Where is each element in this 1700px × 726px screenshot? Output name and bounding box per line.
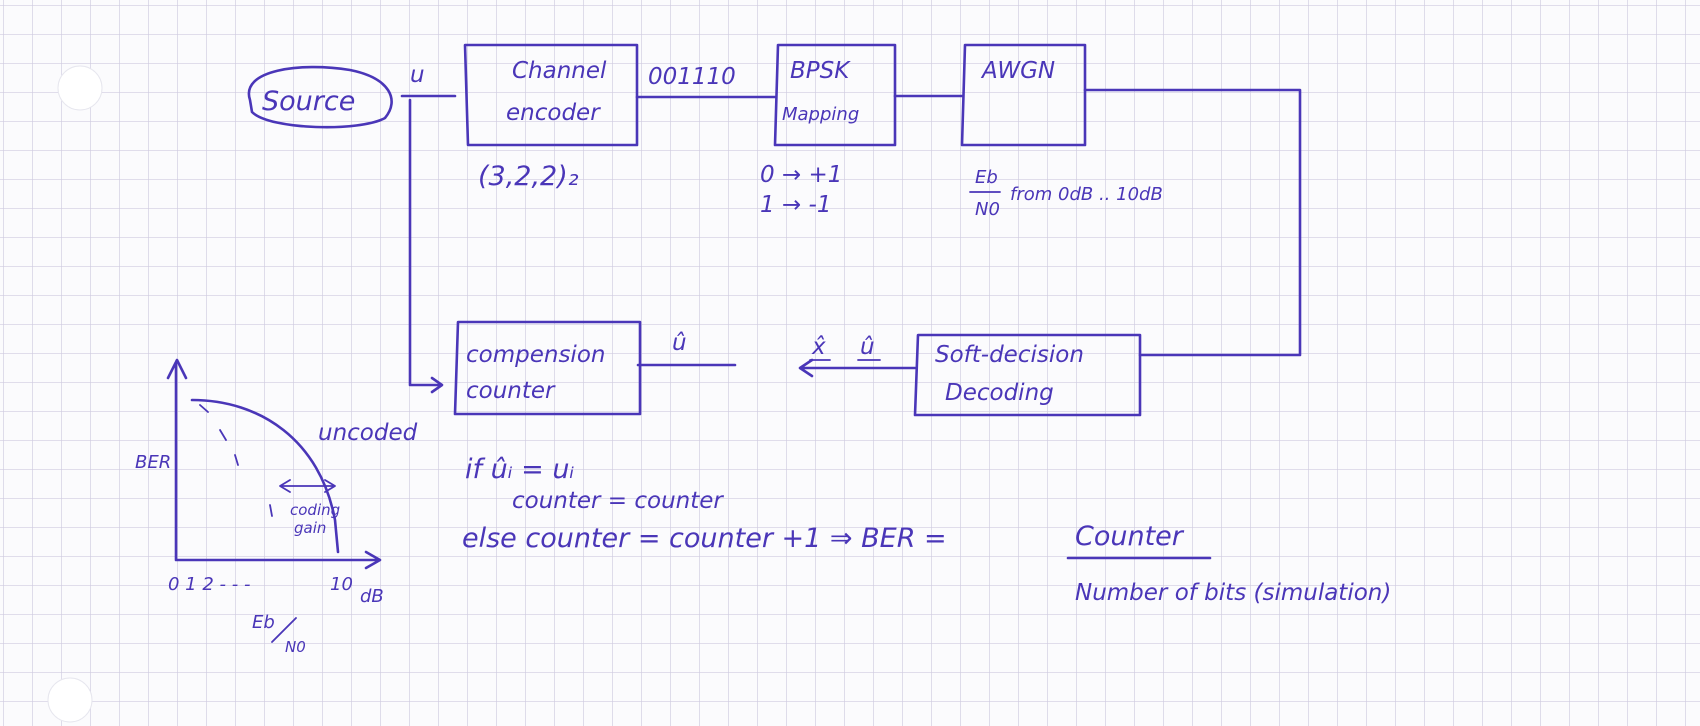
x-max: 10 bbox=[330, 574, 353, 595]
channel-encoder-label: encoder bbox=[506, 100, 601, 126]
logic-else: else counter = counter +1 ⇒ BER = bbox=[462, 523, 947, 554]
counter-label: compension bbox=[466, 342, 605, 368]
x-label-den: N0 bbox=[285, 638, 306, 656]
arrow bbox=[798, 358, 917, 378]
bpsk-label: Mapping bbox=[782, 104, 859, 125]
bpsk-label: BPSK bbox=[790, 58, 851, 84]
y-label: BER bbox=[135, 452, 171, 473]
feedback-line bbox=[1083, 88, 1302, 357]
punch-hole bbox=[47, 677, 93, 723]
source-node: Source bbox=[247, 65, 393, 129]
x-unit: dB bbox=[360, 586, 384, 607]
fraction-slash bbox=[271, 617, 297, 643]
soft-decision-decoder-block: Soft-decision Decoding bbox=[913, 333, 1142, 417]
source-connections bbox=[400, 94, 457, 394]
code-params: (3,2,2)₂ bbox=[478, 161, 579, 192]
mapping-rule: 0 → +1 bbox=[760, 162, 842, 188]
gain-label: gain bbox=[294, 519, 326, 537]
channel-encoder-label: Channel bbox=[512, 58, 607, 84]
counter-block: compension counter bbox=[453, 320, 642, 416]
gain-arrow bbox=[279, 479, 336, 493]
ber-sketch: BER uncoded coding gain 0 1 2 - - - 10 d… bbox=[135, 358, 418, 656]
decoder-label: Decoding bbox=[945, 380, 1054, 406]
uncoded-curve bbox=[190, 398, 340, 554]
u-hat-output: û bbox=[672, 330, 687, 356]
ebno-den: N0 bbox=[975, 199, 1000, 220]
u-hat-decoded: û bbox=[860, 334, 875, 360]
mapping-rule: 1 → -1 bbox=[760, 192, 831, 218]
source-label: Source bbox=[262, 86, 355, 117]
channel-encoder-block: Channel encoder bbox=[463, 43, 639, 147]
axes bbox=[166, 358, 382, 570]
coded-curve bbox=[199, 404, 273, 517]
decoder-label: Soft-decision bbox=[935, 342, 1084, 368]
ebno-num: Eb bbox=[975, 167, 998, 188]
punch-hole bbox=[57, 65, 103, 111]
x-label-num: Eb bbox=[252, 612, 275, 633]
logic-if: if ûᵢ = uᵢ bbox=[465, 454, 574, 485]
awgn-label: AWGN bbox=[980, 58, 1055, 84]
ebno-range: from 0dB .. 10dB bbox=[1010, 184, 1163, 205]
counter-label: counter bbox=[466, 378, 556, 404]
uncoded-label: uncoded bbox=[318, 420, 418, 446]
x-ticks: 0 1 2 - - - bbox=[168, 574, 250, 595]
awgn-block: AWGN bbox=[960, 43, 1087, 147]
gain-label: coding bbox=[290, 501, 340, 519]
logic-then: counter = counter bbox=[512, 488, 724, 514]
ber-numerator: Counter bbox=[1075, 521, 1185, 552]
x-hat: x̂ bbox=[811, 334, 826, 360]
u-label: u bbox=[410, 62, 425, 88]
bpsk-mapping-block: BPSK Mapping bbox=[773, 43, 897, 147]
codeword: 001110 bbox=[648, 64, 736, 90]
ber-denominator: Number of bits (simulation) bbox=[1075, 580, 1391, 606]
